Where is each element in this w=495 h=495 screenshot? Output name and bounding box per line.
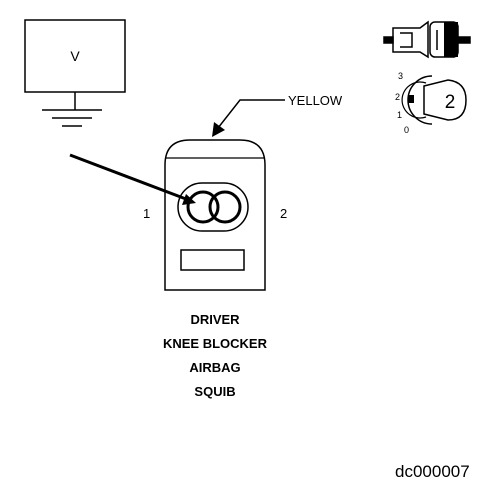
ignition-badge: 2 [445, 92, 456, 113]
pin-2-cavity [208, 190, 242, 224]
caption-line: SQUIB [194, 384, 236, 399]
pin-2-label: 2 [280, 206, 287, 221]
ground-symbol-icon [42, 92, 102, 127]
squib-connector: 1 2 [143, 139, 287, 291]
component-caption: DRIVER KNEE BLOCKER AIRBAG SQUIB [110, 308, 320, 404]
caption-line: DRIVER [190, 312, 240, 327]
ignition-position-2: 2 [395, 92, 400, 102]
probe-lead [69, 153, 196, 205]
caption-line: KNEE BLOCKER [162, 336, 267, 351]
ignition-key-icon: 2 3 2 1 0 [395, 71, 467, 135]
connector-body [164, 139, 266, 291]
wire-color-label: YELLOW [288, 93, 343, 108]
voltmeter-label: V [70, 48, 80, 64]
ignition-position-1: 1 [397, 110, 402, 120]
connector-icon [383, 20, 471, 59]
pin-1-cavity [186, 190, 220, 224]
wire-color-leader: YELLOW [212, 93, 343, 137]
ignition-position-3: 3 [398, 71, 403, 81]
ignition-position-0: 0 [404, 125, 409, 135]
figure-code: dc000007 [395, 462, 470, 481]
connector-latch [180, 249, 245, 271]
pin-1-label: 1 [143, 206, 150, 221]
voltmeter: V [24, 19, 126, 93]
caption-line: AIRBAG [189, 360, 241, 375]
pin-cavity-housing [177, 182, 249, 232]
